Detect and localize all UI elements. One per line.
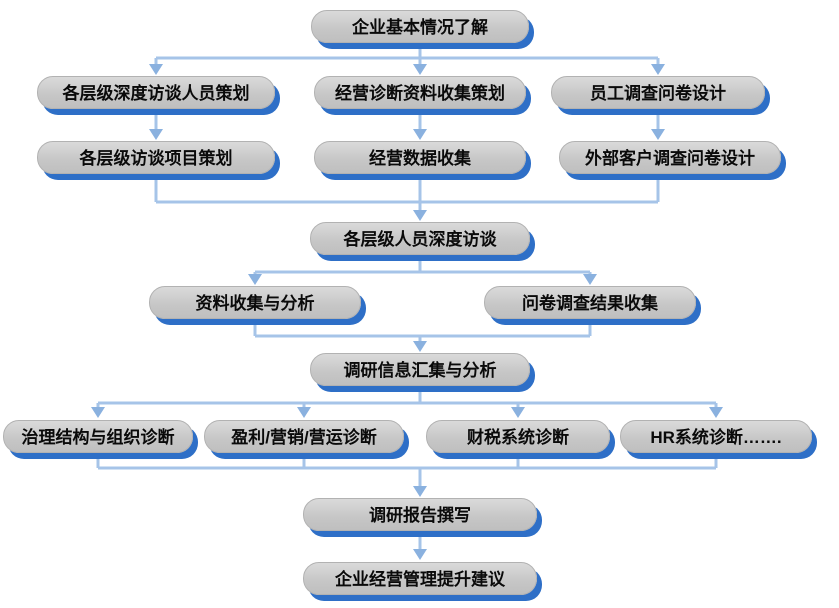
connector-line [154,174,660,212]
arrow-down-icon [248,274,262,285]
arrow-down-icon [413,64,427,75]
arrow-down-icon [413,341,427,352]
connector-line [253,319,592,343]
node-research-report-writing: 调研报告撰写 [303,498,537,531]
connector-split-to-diagnosis [91,386,723,418]
connector-line [253,255,592,276]
arrow-down-icon [511,407,525,418]
connector-line [154,43,660,66]
node-data-collection-planning: 经营诊断资料收集策划 [314,76,526,109]
node-finance-tax-diagnosis: 财税系统诊断 [426,420,610,453]
arrow-down-icon [413,486,427,497]
connector-line [154,110,660,131]
node-data-collection-analysis: 资料收集与分析 [149,286,361,319]
node-deep-interviews: 各层级人员深度访谈 [310,222,530,255]
connector-report-to-recommendations [413,531,427,560]
node-external-customer-survey-design: 外部客户调查问卷设计 [559,141,781,174]
node-employee-survey-design: 员工调查问卷设计 [551,76,765,109]
arrow-down-icon [651,129,665,140]
arrow-down-icon [149,129,163,140]
connector-line [96,453,718,488]
node-hr-diagnosis: HR系统诊断……. [620,420,812,453]
connector-converge-to-interviews [154,174,660,221]
node-business-data-collection: 经营数据收集 [314,141,526,174]
arrow-down-icon [709,407,723,418]
arrow-down-icon [149,64,163,75]
node-research-info-aggregation: 调研信息汇集与分析 [310,353,530,386]
connector-line [96,386,718,409]
connector-split-to-collection [248,255,597,285]
arrow-down-icon [297,407,311,418]
node-survey-results-collection: 问卷调查结果收集 [484,286,696,319]
node-governance-org-diagnosis: 治理结构与组织诊断 [3,420,193,453]
node-interview-project-planning: 各层级访谈项目策划 [37,141,275,174]
arrow-down-icon [583,274,597,285]
arrow-down-icon [413,129,427,140]
node-improvement-recommendations: 企业经营管理提升建议 [303,562,537,595]
arrow-down-icon [91,407,105,418]
arrow-down-icon [413,210,427,221]
node-profit-marketing-ops-diagnosis: 盈利/营销/营运诊断 [204,420,404,453]
connector-converge-to-aggregation [253,319,592,352]
connector-split-to-planning [149,43,665,75]
connector-converge-to-report [96,453,718,497]
node-interviewee-planning: 各层级深度访谈人员策划 [37,76,275,109]
connector-planning-to-execution [149,110,665,140]
arrow-down-icon [413,549,427,560]
node-company-overview: 企业基本情况了解 [311,10,529,43]
arrow-down-icon [651,64,665,75]
